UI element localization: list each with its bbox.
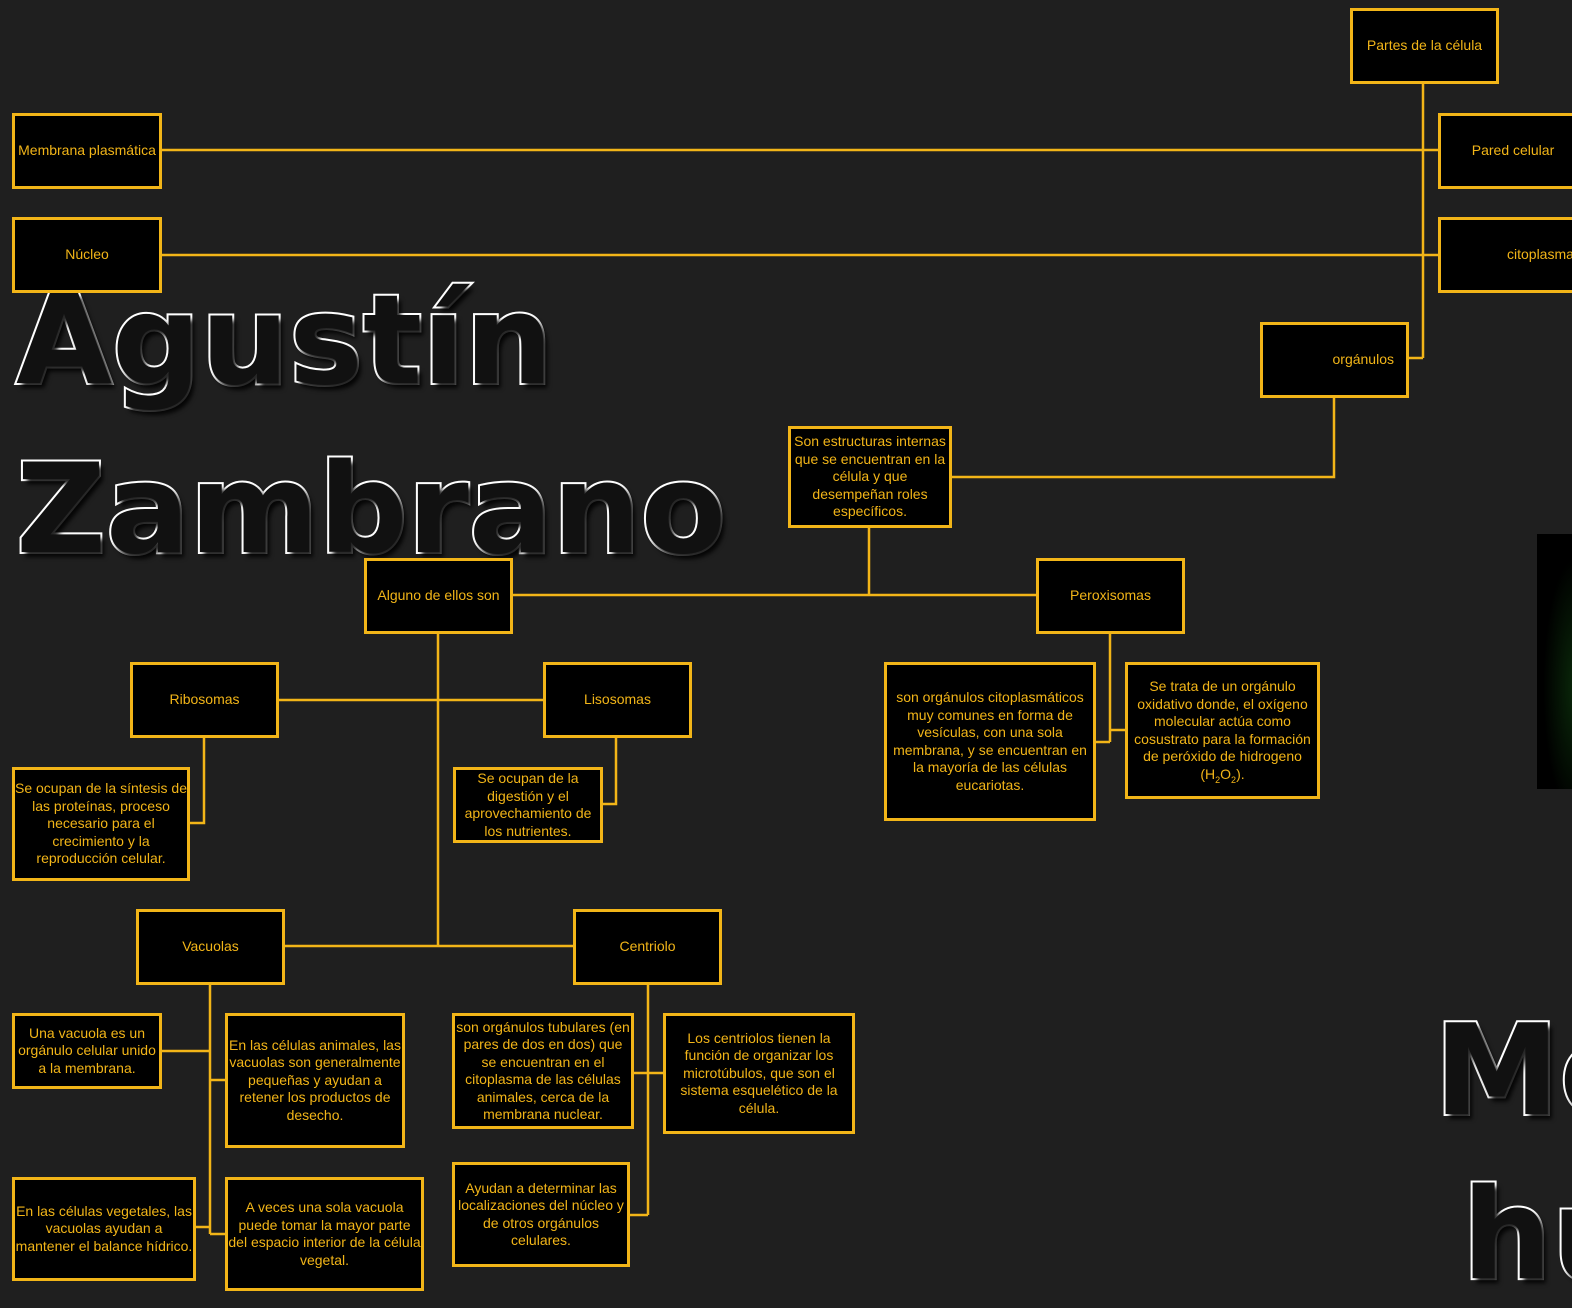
partial-image-panel: [1537, 534, 1572, 789]
node-centriolo: Centriolo: [573, 909, 722, 985]
node-centriolo-desc1: son orgánulos tubulares (en pares de dos…: [452, 1013, 634, 1129]
node-lisosomas-desc: Se ocupan de la digestión y el aprovecha…: [453, 767, 603, 843]
node-organulos: orgánulos: [1260, 322, 1409, 398]
node-peroxisomas: Peroxisomas: [1036, 558, 1185, 634]
node-centriolo-desc2: Los centriolos tienen la función de orga…: [663, 1013, 855, 1134]
node-peroxisomas-desc1: son orgánulos citoplasmáticos muy comune…: [884, 662, 1096, 821]
node-centriolo-desc3: Ayudan a determinar las localizaciones d…: [452, 1162, 630, 1267]
node-nucleo: Núcleo: [12, 217, 162, 293]
node-citoplasma: citoplasma: [1438, 217, 1572, 293]
node-alguno: Alguno de ellos son: [364, 558, 513, 634]
node-ribosomas: Ribosomas: [130, 662, 279, 738]
node-lisosomas: Lisosomas: [543, 662, 692, 738]
node-vacuolas: Vacuolas: [136, 909, 285, 985]
node-ribosomas-desc: Se ocupan de la síntesis de las proteína…: [12, 767, 190, 881]
node-vacuolas-desc4: A veces una sola vacuola puede tomar la …: [225, 1177, 424, 1291]
node-root: Partes de la célula: [1350, 8, 1499, 84]
right-title-line1: Mo: [1432, 997, 1572, 1144]
node-pared: Pared celular: [1438, 113, 1572, 189]
node-vacuolas-desc3: En las células vegetales, las vacuolas a…: [12, 1177, 196, 1281]
node-vacuolas-desc1: Una vacuola es un orgánulo celular unido…: [12, 1013, 162, 1089]
node-vacuolas-desc2: En las células animales, las vacuolas so…: [225, 1013, 405, 1148]
node-membrana: Membrana plasmática: [12, 113, 162, 189]
node-peroxisomas-desc2: Se trata de un orgánulo oxidativo donde,…: [1125, 662, 1320, 799]
right-title-line2: hu: [1460, 1161, 1572, 1308]
node-organulos-definicion: Son estructuras internas que se encuentr…: [788, 426, 952, 528]
author-last-name: Zambrano: [14, 438, 728, 582]
author-first-name: Agustín: [14, 269, 555, 413]
